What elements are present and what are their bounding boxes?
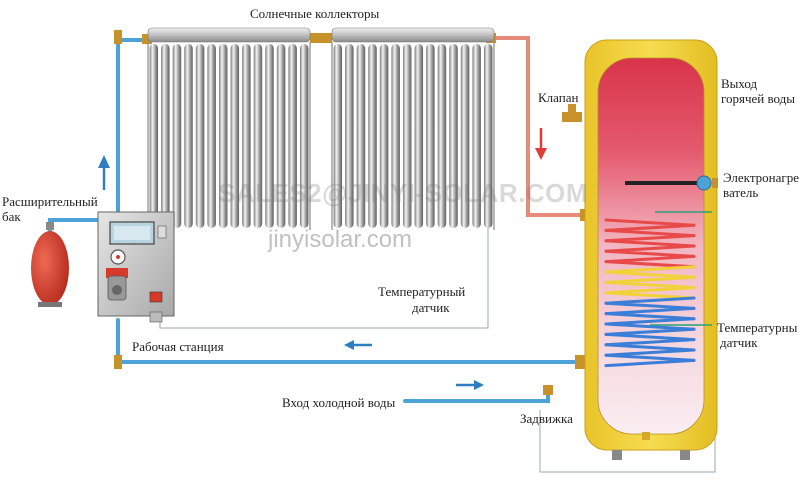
collector-left-tube [253,44,263,228]
coil-segment [604,228,696,238]
label-cold-water-inlet: Вход холодной воды [282,395,396,410]
collector-right-tube [345,44,354,228]
collector-right-tube [414,44,424,228]
label-temp-sensor-right-2: датчик [720,335,758,350]
label-expansion-tank-2: бак [2,209,21,224]
electric-heater [625,175,718,191]
coil-segment [604,234,696,243]
coil-segment [604,343,696,352]
collector-right-tube [356,44,366,228]
flow-arrow-up [98,155,110,190]
coil-segment [604,249,696,258]
coil-segment [604,239,696,248]
coil-segment [604,254,696,264]
collector-right-tube [333,44,343,228]
label-solar-collectors: Солнечные коллекторы [250,6,380,21]
collector-right-tube [449,44,458,228]
collector-left-tube [288,44,297,228]
collector-right-tube [368,44,377,228]
label-temp-sensor-2: датчик [412,300,450,315]
watermark-email: SALES2@JINYI-SOLAR.COM [218,178,589,208]
label-hot-outlet-1: Выход [721,76,758,91]
tank-temperature-sensor [650,211,712,326]
coil-segment [604,260,696,269]
flow-arrow-right [456,380,484,390]
coil-segment [604,275,696,284]
expansion-tank [31,222,69,307]
coil-segment [604,291,696,300]
coil-segment [604,218,696,227]
coil-segment [604,332,696,342]
solar-collector-right [331,27,495,230]
collector-right-tube [437,44,447,228]
coil-segment [604,244,696,253]
collector-right-tube [472,44,481,228]
watermark-site: jinyisolar.com [268,226,413,253]
collector-left-tube [207,44,216,228]
pump-station [97,211,175,323]
collector-left-tube [172,44,182,228]
coil-segment [604,353,696,362]
label-temp-sensor-right-1: Температурны [717,320,798,335]
flow-arrow-down-red [535,128,547,160]
collector-right-tube [402,44,412,228]
flow-arrow-left [344,340,372,350]
label-temp-sensor-1: Температурный [378,284,466,299]
coil-segment [604,223,696,232]
coil-segment [604,296,696,305]
collector-left-tube [149,44,159,228]
collector-left-tube [299,44,309,228]
collector-left-tube [265,44,274,228]
coil-segment [604,348,696,357]
coil-segment [604,358,696,368]
coil-segment [604,265,696,274]
label-heater-1: Электронагре [723,170,799,185]
collector-left-tube [195,44,205,228]
collector-left-tube [218,44,228,228]
label-heater-2: ватель [723,185,759,200]
collector-left-tube [184,44,193,228]
coil-segment [604,306,696,316]
coil-segment [604,301,696,310]
collector-right-tube [426,44,435,228]
coil-segment [604,327,696,336]
label-expansion-tank-1: Расширительный [2,194,98,209]
collector-right-tube [391,44,400,228]
coil-segment [604,312,696,321]
heat-exchanger-coil [604,218,696,368]
label-hot-outlet-2: горячей воды [721,91,796,106]
collector-left-tube [161,44,170,228]
coil-segment [604,338,696,347]
collector-left-tube [230,44,240,228]
label-gate-valve: Задвижка [520,411,573,426]
coil-segment [604,286,696,295]
collector-right-tube [379,44,389,228]
coil-segment [604,317,696,326]
storage-tank [584,39,718,460]
label-valve: Клапан [538,90,579,105]
collector-left-tube [242,44,251,228]
collector-right-tube [460,44,470,228]
coil-segment [604,270,696,279]
collector-right-tube [483,44,493,228]
label-work-station: Рабочая станция [132,339,224,354]
coil-segment [604,280,696,290]
collector-left-tube [276,44,286,228]
solar-collector-left [147,27,311,230]
coil-segment [604,322,696,331]
